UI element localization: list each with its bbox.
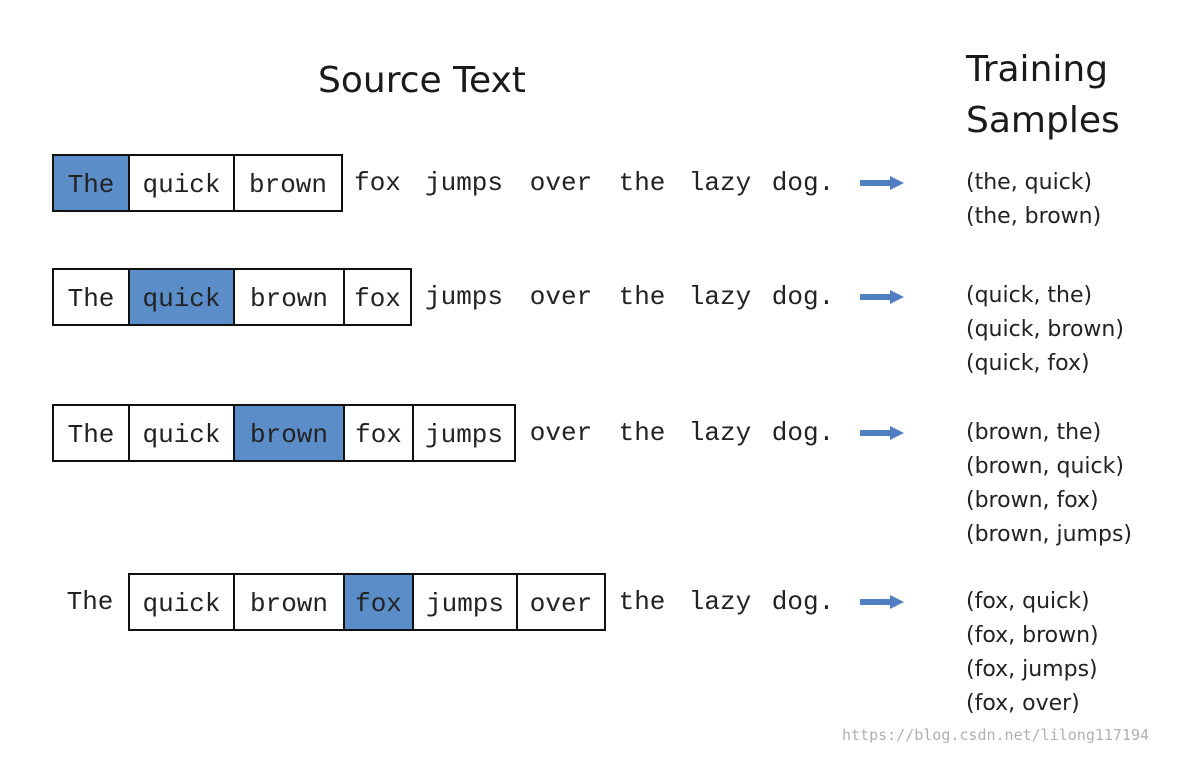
right-arrow-icon [860, 595, 904, 609]
training-samples-heading: Training Samples [966, 44, 1120, 146]
source-text-heading: Source Text [318, 60, 526, 101]
word-token: the [618, 418, 666, 448]
training-sample: (brown, quick) [966, 454, 1124, 479]
training-sample: (brown, the) [966, 420, 1102, 445]
context-word-token: jumps [412, 404, 516, 462]
right-arrow-icon [860, 426, 904, 440]
training-heading-line1: Training [966, 49, 1109, 90]
training-sample: (fox, quick) [966, 589, 1090, 614]
training-sample: (fox, over) [966, 691, 1080, 716]
center-word-token: brown [233, 404, 343, 462]
training-sample: (quick, brown) [966, 317, 1124, 342]
context-word-token: quick [128, 404, 233, 462]
word-token: lazy [688, 587, 752, 617]
word-token: the [618, 168, 666, 198]
training-sample: (fox, jumps) [966, 657, 1098, 682]
center-word-token: The [52, 154, 128, 212]
training-samples-list: (brown, the) (brown, quick) (brown, fox) (b… [966, 416, 1132, 552]
word-token: dog. [771, 418, 835, 448]
context-word-token: brown [233, 154, 343, 212]
center-word-token: quick [128, 268, 233, 326]
word-token: lazy [688, 282, 752, 312]
word-token: dog. [771, 282, 835, 312]
context-word-token: The [52, 268, 128, 326]
context-word-token: jumps [412, 573, 516, 631]
context-word-token: fox [343, 404, 412, 462]
training-sample: (brown, jumps) [966, 522, 1132, 547]
right-arrow-icon [860, 176, 904, 190]
training-heading-line2: Samples [966, 100, 1120, 141]
context-word-token: The [52, 404, 128, 462]
training-sample: (fox, brown) [966, 623, 1099, 648]
watermark: https://blog.csdn.net/lilong117194 [842, 726, 1150, 744]
context-word-token: quick [128, 154, 233, 212]
context-word-token: brown [233, 573, 343, 631]
context-word-token: fox [343, 268, 412, 326]
word-token: over [529, 282, 593, 312]
training-samples-list: (quick, the) (quick, brown) (quick, fox) [966, 279, 1124, 381]
training-sample: (quick, fox) [966, 351, 1090, 376]
word-token: dog. [771, 587, 835, 617]
training-samples-list: (the, quick) (the, brown) [966, 166, 1101, 234]
word-token: the [618, 587, 666, 617]
training-sample: (the, brown) [966, 204, 1102, 229]
center-word-token: fox [343, 573, 412, 631]
word-token: lazy [688, 418, 752, 448]
word-token: the [618, 282, 666, 312]
training-sample: (brown, fox) [966, 488, 1099, 513]
training-sample: (the, quick) [966, 170, 1093, 195]
context-word-token: quick [128, 573, 233, 631]
word-token: The [66, 587, 114, 617]
context-word-token: over [516, 573, 606, 631]
word-token: lazy [688, 168, 752, 198]
training-sample: (quick, the) [966, 283, 1093, 308]
word-token: over [529, 418, 593, 448]
right-arrow-icon [860, 290, 904, 304]
word-token: jumps [424, 168, 503, 198]
word-token: over [529, 168, 593, 198]
word-token: fox [354, 168, 401, 198]
training-samples-list: (fox, quick) (fox, brown) (fox, jumps) (fox… [966, 585, 1099, 721]
word-token: dog. [771, 168, 835, 198]
word-token: jumps [424, 282, 503, 312]
context-word-token: brown [233, 268, 343, 326]
